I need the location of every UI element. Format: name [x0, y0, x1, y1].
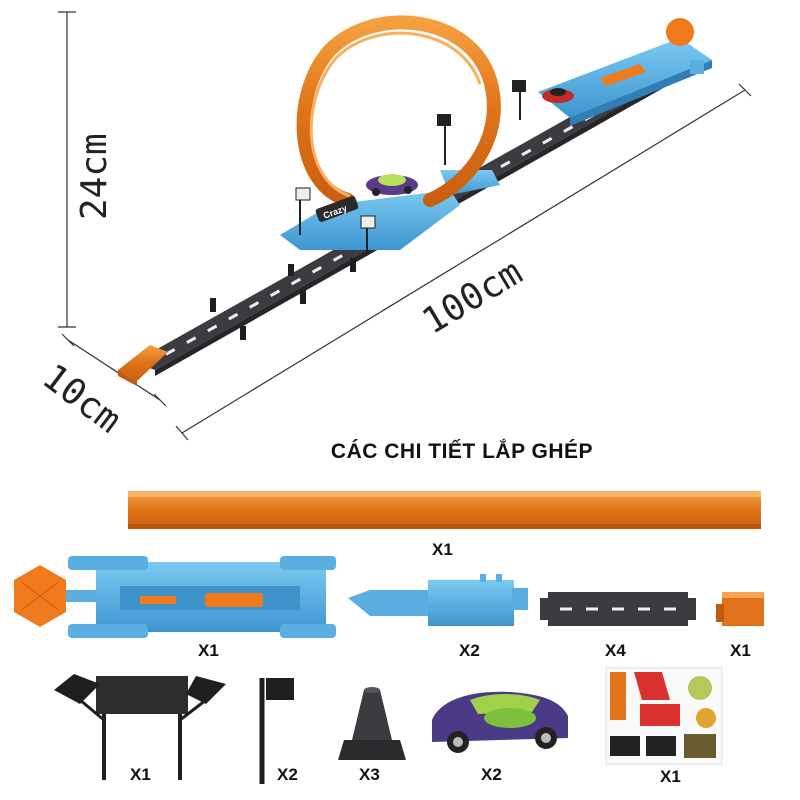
assembled-track: Crazy	[118, 15, 712, 386]
part-single-flag-pole	[259, 678, 294, 784]
part-sticker-sheet	[605, 667, 723, 765]
length-label: 100cm	[416, 252, 530, 343]
part-orange-end-ramp	[716, 592, 764, 626]
part-black-straight-track	[540, 592, 696, 626]
qty-orange-flexible-track: X1	[432, 540, 453, 559]
height-label: 24cm	[74, 133, 115, 220]
track-launcher	[538, 18, 712, 126]
part-toy-race-car	[432, 691, 568, 753]
part-flag-gate	[54, 674, 226, 780]
qty-sticker-sheet: X1	[660, 767, 681, 786]
part-orange-flexible-track	[128, 491, 761, 529]
loop-track	[296, 15, 501, 207]
track-flags	[295, 80, 526, 255]
qty-black-straight-track: X4	[605, 641, 626, 660]
end-ramp	[118, 345, 168, 381]
qty-traffic-cone: X3	[359, 765, 380, 784]
part-blue-loop-connector	[348, 574, 528, 626]
parts-title: CÁC CHI TIẾT LẮP GHÉP	[330, 440, 594, 463]
qty-single-flag-pole: X2	[277, 765, 298, 784]
track-center-line	[144, 60, 689, 368]
track-car-1	[366, 174, 418, 196]
part-blue-launcher	[14, 556, 336, 638]
part-traffic-cone	[338, 687, 406, 760]
qty-flag-gate: X1	[130, 765, 151, 784]
width-label: 10cm	[35, 356, 129, 441]
qty-blue-launcher: X1	[198, 641, 219, 660]
qty-orange-end-ramp: X1	[730, 641, 751, 660]
qty-blue-loop-connector: X2	[459, 641, 480, 660]
dimension-lines	[58, 11, 752, 441]
qty-toy-race-car: X2	[481, 765, 502, 784]
